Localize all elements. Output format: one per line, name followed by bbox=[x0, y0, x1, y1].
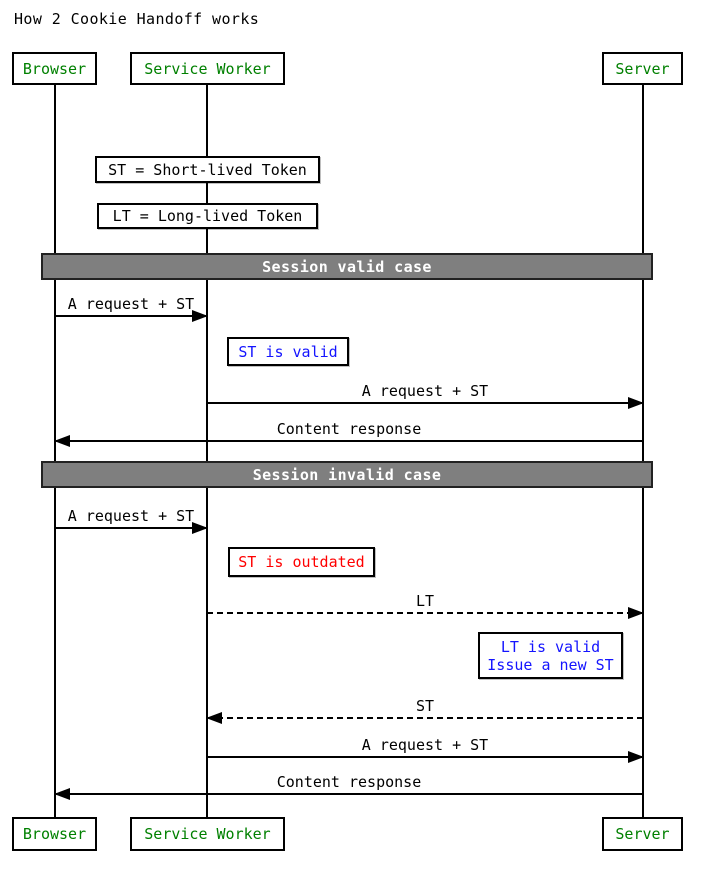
note-short-lived-token: ST = Short-lived Token bbox=[95, 156, 320, 183]
message-content-response-to-browser-2: Content response bbox=[54, 773, 643, 800]
message-arrow-line bbox=[55, 310, 208, 322]
note-long-lived-token: LT = Long-lived Token bbox=[97, 203, 318, 229]
message-arrow-line bbox=[207, 397, 644, 409]
actor-bottom-browser: Browser bbox=[12, 817, 97, 851]
actor-top-browser: Browser bbox=[12, 52, 97, 85]
actor-bottom-service-worker: Service Worker bbox=[130, 817, 285, 851]
section-session-invalid: Session invalid case bbox=[41, 461, 653, 488]
message-arrow-line bbox=[54, 788, 643, 800]
lifeline-server bbox=[642, 85, 644, 817]
message-arrow-line bbox=[207, 751, 644, 763]
message-request-st-sw-to-server: A request + ST bbox=[207, 382, 644, 409]
message-label: A request + ST bbox=[67, 507, 195, 525]
actor-top-server: Server bbox=[602, 52, 683, 85]
note-line-2: Issue a new ST bbox=[487, 655, 614, 674]
message-label: Content response bbox=[276, 773, 422, 791]
message-request-st-browser-to-sw: A request + ST bbox=[55, 295, 208, 322]
diagram-title: How 2 Cookie Handoff works bbox=[14, 10, 260, 28]
note-lt-is-valid: LT is valid Issue a new ST bbox=[478, 632, 623, 679]
message-arrow-line bbox=[54, 435, 643, 447]
message-arrow-line bbox=[207, 607, 644, 619]
message-label: LT bbox=[415, 592, 435, 610]
actor-bottom-server: Server bbox=[602, 817, 683, 851]
message-request-st-sw-to-server-2: A request + ST bbox=[207, 736, 644, 763]
message-st-server-to-sw: ST bbox=[206, 697, 643, 724]
message-request-st-browser-to-sw-2: A request + ST bbox=[55, 507, 208, 534]
lifeline-browser bbox=[54, 85, 56, 817]
section-session-valid: Session valid case bbox=[41, 253, 653, 280]
message-label: A request + ST bbox=[361, 736, 489, 754]
message-label: ST bbox=[415, 697, 435, 715]
message-arrow-line bbox=[55, 522, 208, 534]
note-st-is-outdated: ST is outdated bbox=[228, 547, 375, 577]
message-label: A request + ST bbox=[67, 295, 195, 313]
lifeline-service-worker bbox=[206, 85, 208, 817]
message-label: A request + ST bbox=[361, 382, 489, 400]
actor-top-service-worker: Service Worker bbox=[130, 52, 285, 85]
message-arrow-line bbox=[206, 712, 643, 724]
note-line-1: LT is valid bbox=[500, 637, 601, 656]
message-label: Content response bbox=[276, 420, 422, 438]
message-lt-sw-to-server: LT bbox=[207, 592, 644, 619]
message-content-response-to-browser: Content response bbox=[54, 420, 643, 447]
note-st-is-valid: ST is valid bbox=[227, 337, 349, 366]
